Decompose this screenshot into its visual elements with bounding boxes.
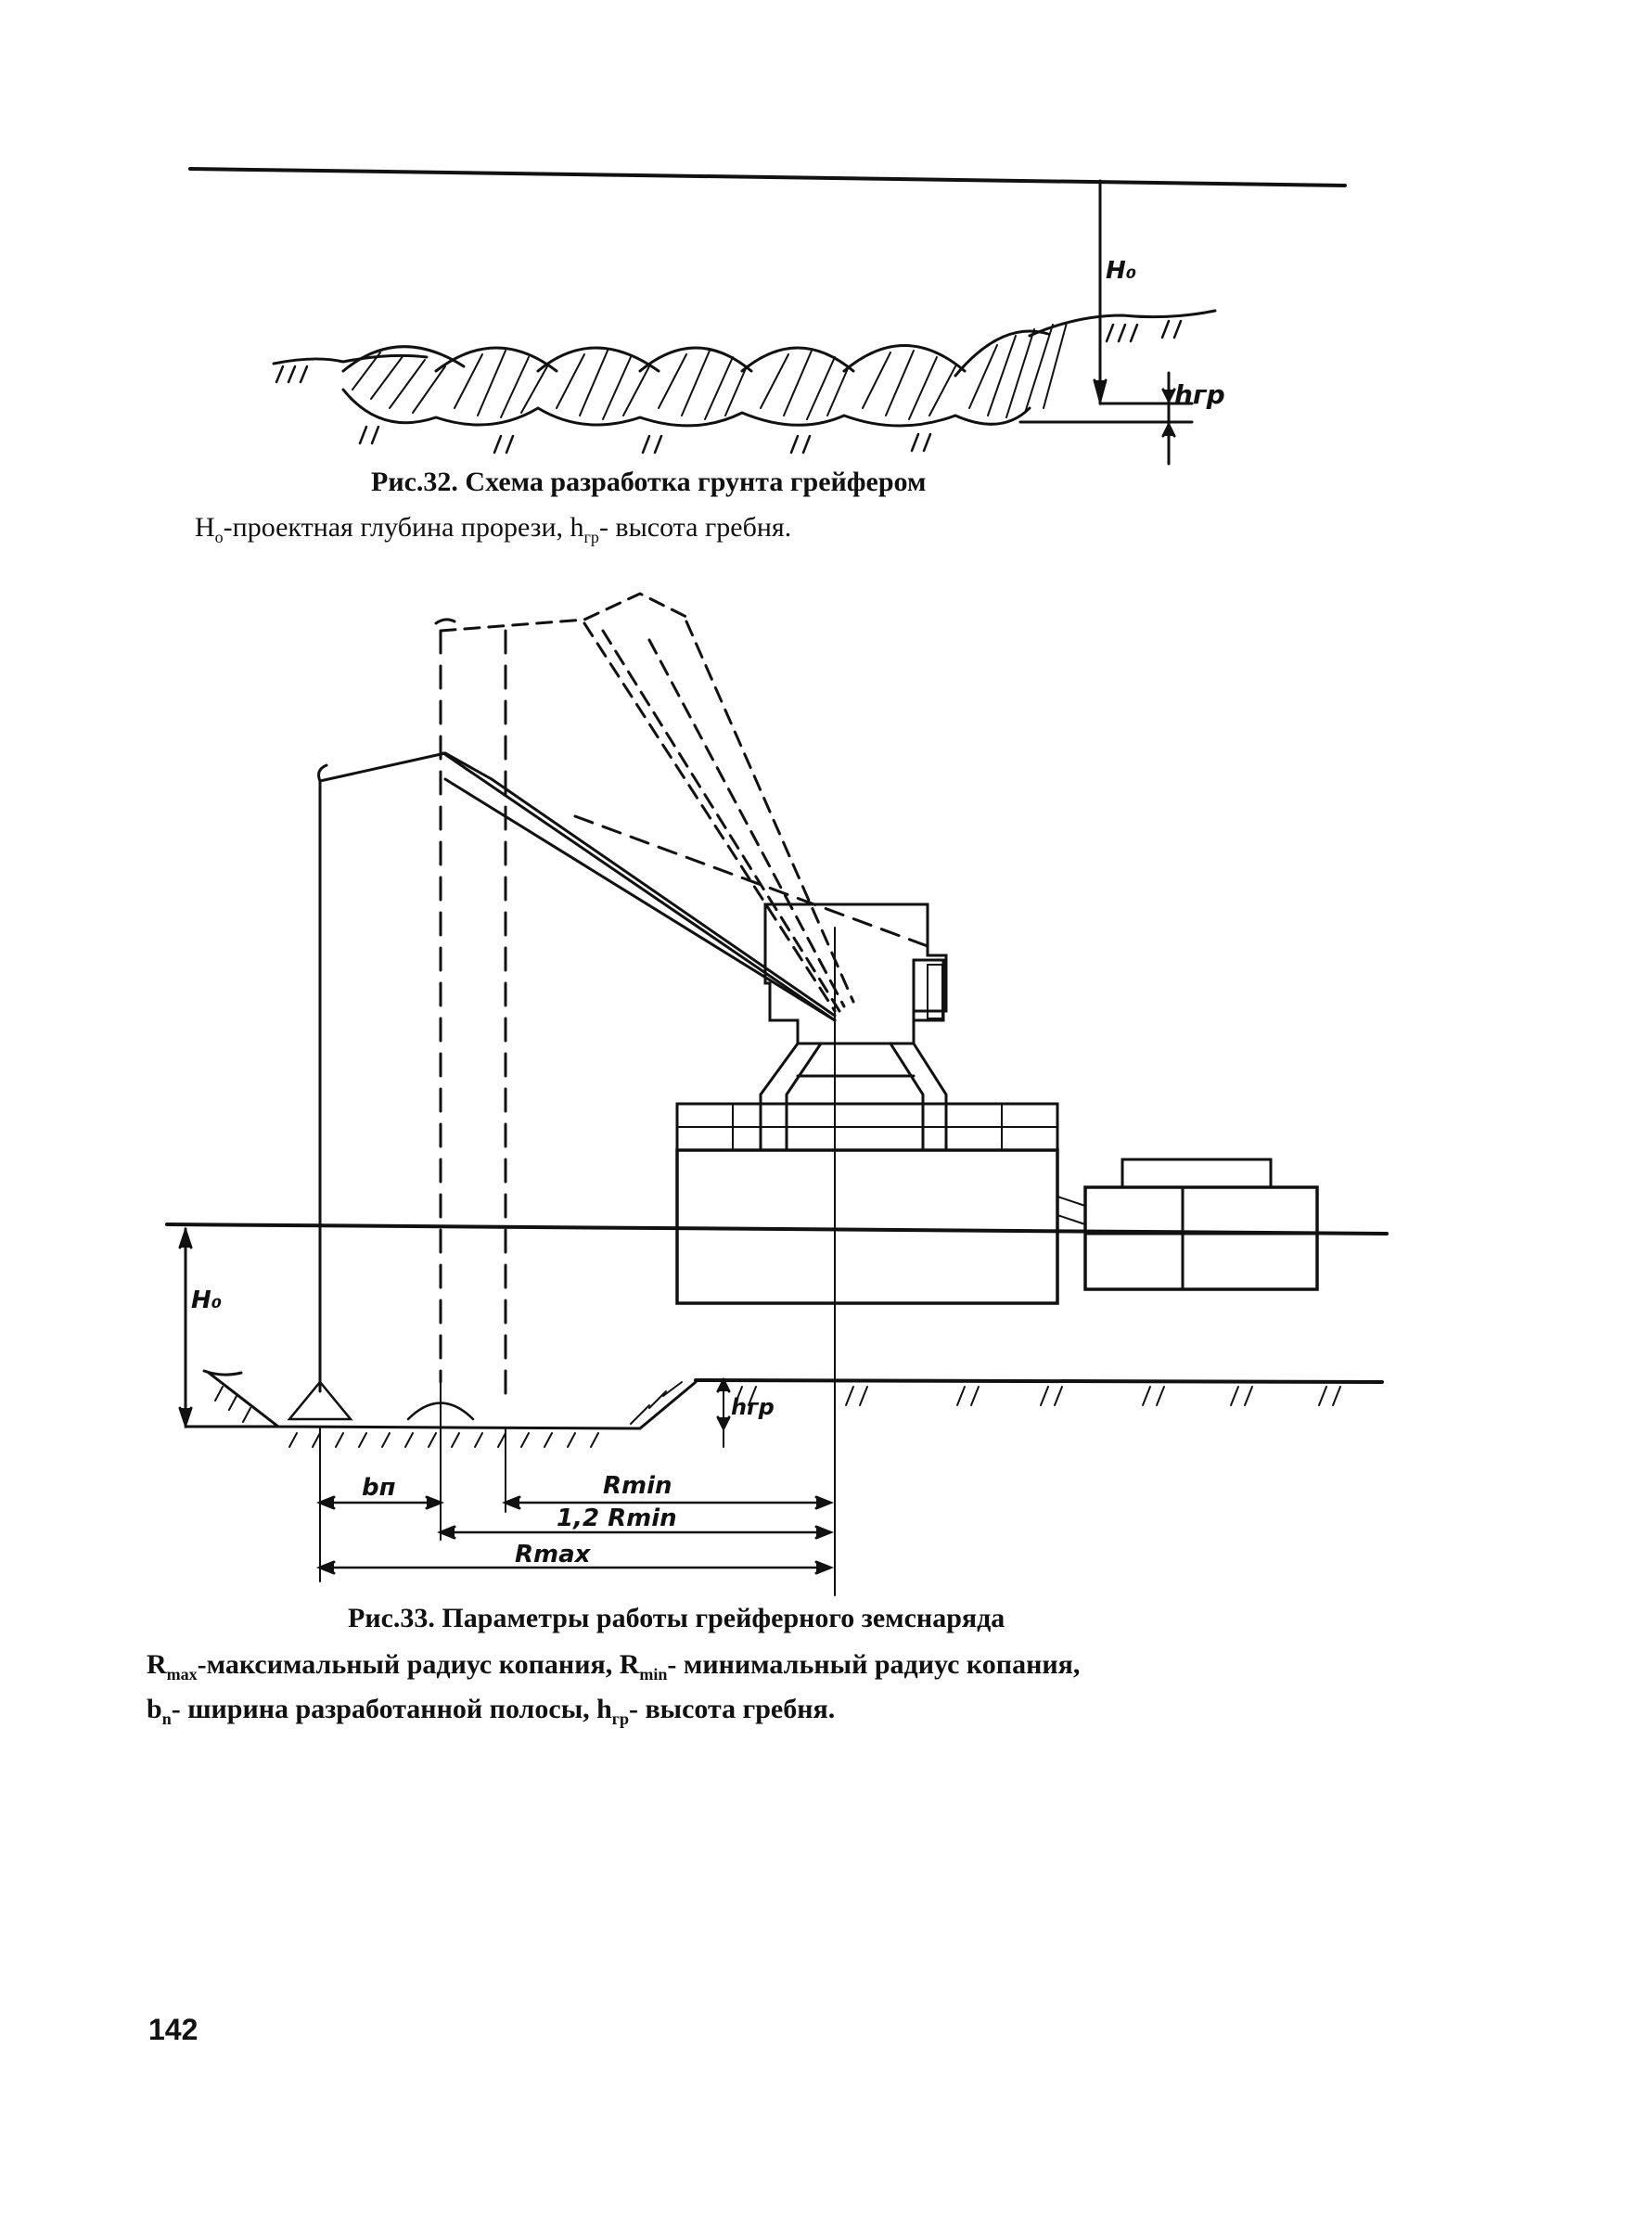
fig33-hgr-label: hгр: [731, 1394, 775, 1420]
fig32-desc-sub: о: [214, 528, 224, 546]
figure-33-drawing: [165, 592, 1389, 1596]
fig32-h0-label: H₀: [1106, 257, 1136, 285]
fig33-desc-sub: гр: [611, 1709, 629, 1728]
fig32-hgr-label: hгр: [1174, 379, 1225, 410]
figure-33-description-line2: bn- ширина разработанной полосы, hгр- вы…: [147, 1688, 835, 1740]
page-number: 142: [148, 2013, 198, 2046]
fig33-rmin12-label: 1,2 Rmin: [557, 1504, 677, 1532]
fig33-desc-part: - минимальный радиус копания,: [667, 1649, 1081, 1680]
figure-33-description-line1: Rmax-максимальный радиус копания, Rmin- …: [147, 1644, 1080, 1696]
fig32-desc-part: - высота гребня.: [598, 512, 792, 543]
figure-32-title: Рис.32. Схема разработка грунта грейферо…: [371, 467, 927, 497]
fig33-rmax-label: Rmax: [515, 1541, 592, 1568]
fig33-desc-part: R: [147, 1649, 167, 1680]
fig32-desc-part: -проектная глубина прорези, h: [223, 512, 584, 543]
fig33-desc-part: - ширина разработанной полосы, h: [171, 1694, 612, 1724]
figure-32-description: Hо-проектная глубина прорези, hгр- высот…: [195, 506, 791, 558]
fig33-rmin-label: Rmin: [603, 1472, 672, 1500]
figure-33-title: Рис.33. Параметры работы грейферного зем…: [348, 1603, 1005, 1633]
fig33-desc-sub: max: [166, 1665, 198, 1684]
fig32-desc-part: H: [195, 512, 215, 543]
fig33-desc-part: -максимальный радиус копания, R: [197, 1649, 640, 1680]
fig33-desc-sub: n: [161, 1709, 172, 1728]
fig33-desc-part: - высота гребня.: [628, 1694, 836, 1724]
fig32-desc-sub: гр: [583, 528, 599, 546]
figure-32-drawing: [188, 167, 1347, 466]
fig33-h0-label: H₀: [191, 1287, 222, 1314]
fig33-desc-part: b: [147, 1694, 162, 1724]
fig33-bn-label: bп: [362, 1474, 396, 1502]
fig33-desc-sub: min: [639, 1665, 668, 1684]
